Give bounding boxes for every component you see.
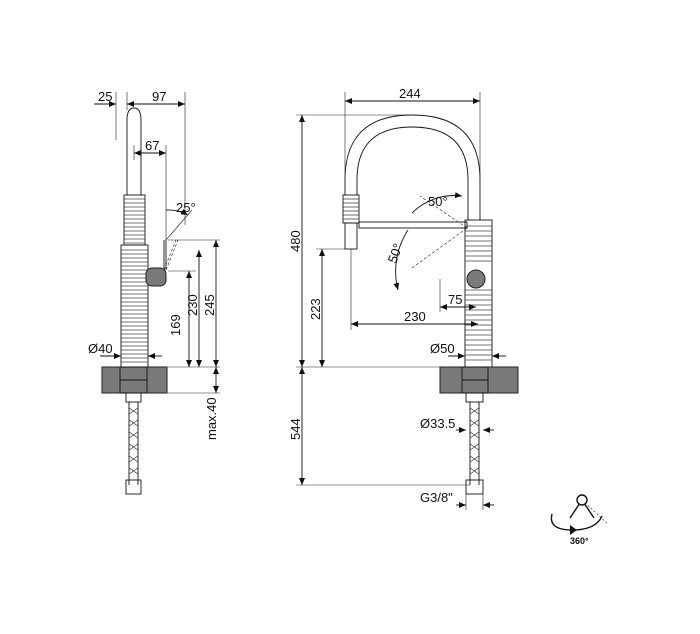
front-lever-knob xyxy=(466,269,486,289)
side-dim-245-label: 245 xyxy=(202,294,217,316)
front-arched-spout xyxy=(344,114,481,220)
side-dim-169-label: 169 xyxy=(168,314,183,336)
front-dim-shank-diameter-label: Ø33.5 xyxy=(420,416,455,431)
front-dim-thread-label: G3/8" xyxy=(420,490,453,505)
front-view: 244 480 223 50° 50° 75 230 Ø50 Ø33.5 xyxy=(288,86,519,510)
front-dim-height-label: 480 xyxy=(288,230,303,252)
front-spray-head xyxy=(342,194,360,250)
side-dim-230-label: 230 xyxy=(185,294,200,316)
front-dim-spout-height-label: 223 xyxy=(308,298,323,320)
side-dim-handle-offset-label: 67 xyxy=(145,138,159,153)
front-dim-angle-upper-label: 50° xyxy=(428,194,448,209)
side-lever-handle xyxy=(145,239,179,287)
side-dim-max-thickness-label: max.40 xyxy=(204,397,219,440)
front-dim-spout-reach-label: 230 xyxy=(404,309,426,324)
side-spring-neck xyxy=(123,194,146,246)
side-supply-hose xyxy=(125,392,142,495)
front-dim-hose-length-label: 544 xyxy=(288,418,303,440)
front-spout-arm xyxy=(358,195,468,269)
side-dim-offset-label: 25 xyxy=(98,89,112,104)
side-dim-angle-label: 25° xyxy=(176,200,196,215)
side-body xyxy=(120,244,149,368)
front-dim-width-label: 244 xyxy=(399,86,421,101)
front-dim-angle-lower-label: 50° xyxy=(385,241,406,265)
front-supply-hose xyxy=(465,392,484,495)
side-spout-tube xyxy=(126,107,142,195)
rotation-360-icon: 360° xyxy=(550,494,609,546)
front-body xyxy=(464,219,493,368)
front-dim-diameter-label: Ø50 xyxy=(430,341,455,356)
front-dim-handle-reach-label: 75 xyxy=(448,292,462,307)
side-dim-width-label: 97 xyxy=(152,89,166,104)
rotation-label: 360° xyxy=(570,536,589,546)
side-view: 25 97 67 25° 169 230 245 Ø40 max.40 xyxy=(88,89,220,495)
side-dim-diameter-label: Ø40 xyxy=(88,341,113,356)
